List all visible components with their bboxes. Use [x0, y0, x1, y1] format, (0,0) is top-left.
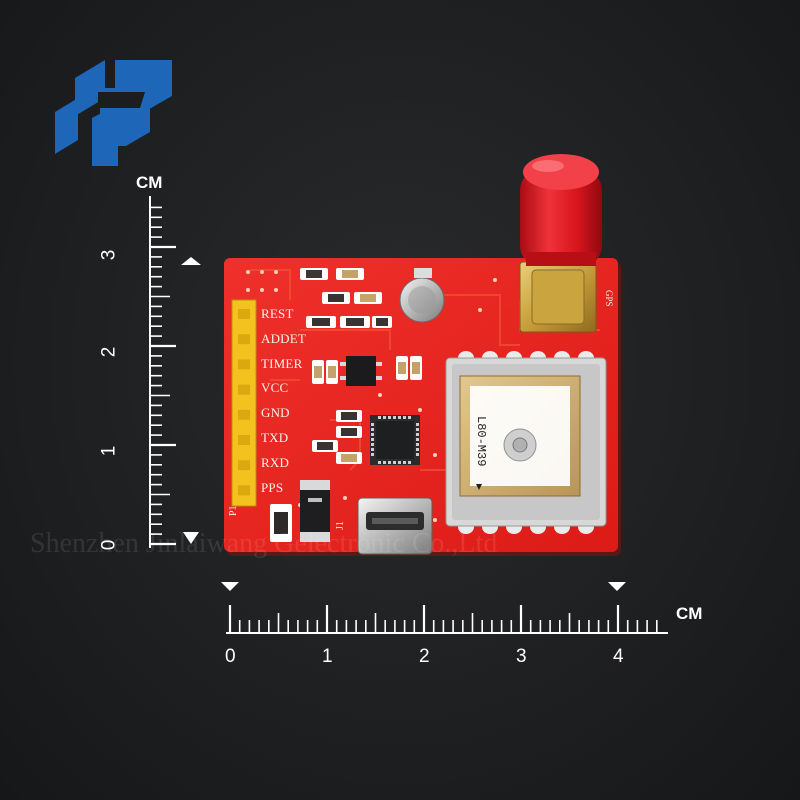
header-pin — [238, 485, 250, 496]
horizontal-ruler-unit: CM — [676, 604, 703, 623]
pin-label: ADDET — [261, 330, 307, 346]
vertical-ruler — [149, 196, 176, 548]
brand-logo — [55, 60, 172, 166]
header-pin — [238, 435, 250, 445]
watermark-text: Shenzhen Jinlaiwang Gelectronic Co.,Ltd — [30, 528, 498, 559]
header-pin — [238, 384, 250, 395]
header-pin — [238, 309, 250, 319]
header-pin — [238, 409, 250, 420]
protection-diode — [300, 480, 330, 542]
horizontal-ruler-label: 3 — [516, 646, 527, 667]
pin-label: VCC — [261, 380, 289, 396]
vertical-ruler-top-marker — [181, 257, 201, 265]
vertical-ruler-label: 3 — [98, 249, 120, 261]
horizontal-ruler-right-marker — [608, 582, 626, 591]
module-model-text: L80-M39 — [474, 416, 488, 466]
horizontal-ruler-left-marker — [221, 582, 239, 591]
header-pin — [238, 359, 250, 370]
pin-label: REST — [261, 306, 294, 321]
gps-board: P1 — [224, 258, 621, 556]
micro-usb-port — [357, 497, 433, 555]
horizontal-ruler-label: 2 — [419, 646, 430, 667]
pin-header — [231, 299, 257, 507]
header-pin — [238, 460, 250, 471]
header-pin — [238, 334, 250, 345]
pin-label: RXD — [261, 454, 290, 470]
connector-label: J1 — [335, 521, 346, 530]
backup-battery — [399, 268, 445, 323]
vertical-ruler-unit: CM — [136, 173, 163, 192]
vertical-ruler-bottom-marker — [183, 532, 199, 544]
sma-connector — [519, 261, 597, 333]
passive-components — [300, 268, 422, 464]
vertical-ruler-label: 1 — [98, 445, 120, 457]
gps-module — [445, 351, 607, 534]
horizontal-ruler-label: 0 — [225, 646, 236, 667]
horizontal-ruler — [226, 605, 668, 634]
usb-uart-chip — [370, 415, 420, 465]
pin-label: TXD — [261, 430, 289, 445]
antenna-cap — [520, 154, 602, 266]
pin-label: TIMER — [261, 355, 303, 371]
regulator-chip — [340, 356, 382, 386]
antenna-label: GPS — [604, 290, 614, 307]
pin-header-label: P1 — [228, 505, 239, 516]
vertical-ruler-label: 2 — [98, 346, 120, 358]
horizontal-ruler-label: 4 — [613, 646, 624, 667]
pin-label: PPS — [261, 479, 284, 495]
horizontal-ruler-label: 1 — [322, 646, 333, 667]
inductor — [270, 504, 292, 542]
pin-label: GND — [261, 405, 290, 421]
